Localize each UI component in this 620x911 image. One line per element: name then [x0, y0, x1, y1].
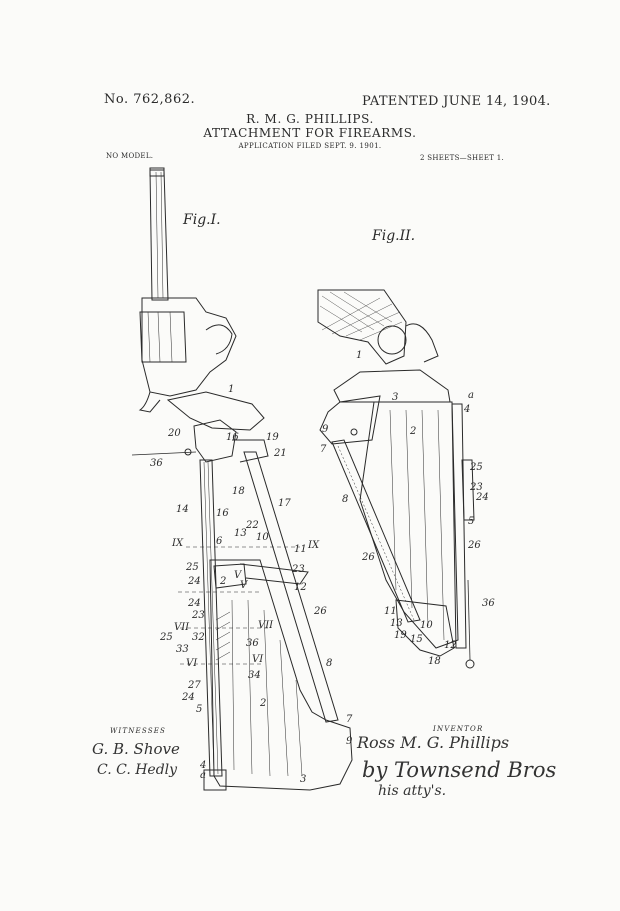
fig2-numeral: 15 [410, 634, 423, 645]
fig1-numeral: 24 [181, 692, 195, 703]
fig1-numeral: 24 [187, 576, 201, 587]
fig1-revolver [138, 167, 269, 463]
fig1-numeral: IX [307, 540, 320, 551]
fig1-numeral: 25 [159, 632, 173, 643]
fig2-numeral: 8 [342, 494, 348, 505]
fig2-grip [317, 289, 439, 365]
inventor-signature: Ross M. G. Phillips [357, 733, 510, 752]
fig2-numeral: 26 [467, 540, 481, 551]
fig1-numeral: 18 [232, 486, 245, 497]
fig1-numeral: 36 [150, 458, 163, 469]
fig2-numeral: 11 [384, 606, 397, 617]
fig1-numeral: VI [252, 654, 264, 665]
fig1-numeral: 9 [346, 736, 353, 747]
application-line: APPLICATION FILED SEPT. 9. 1901. [238, 142, 382, 150]
fig1-numeral: 19 [266, 432, 279, 443]
model-note: NO MODEL. [106, 152, 154, 160]
fig2-numeral: 2 [409, 426, 416, 437]
fig2-numeral: 7 [320, 444, 327, 455]
fig1-numeral: 8 [326, 658, 332, 669]
fig1-numeral: 23 [291, 564, 305, 575]
fig2-numeral: a [468, 390, 474, 401]
sheet-count: 2 SHEETS—SHEET 1. [420, 154, 505, 162]
fig1-numeral: 7 [346, 714, 353, 725]
fig1-numeral: 11 [294, 544, 307, 555]
inventor-label: INVENTOR [433, 725, 484, 733]
fig1-numeral: 21 [273, 448, 287, 459]
fig2-stock [319, 369, 475, 669]
fig1-numeral: 34 [248, 670, 261, 681]
fig1-numeral: VI [186, 658, 198, 669]
fig1-numeral: 24 [187, 598, 201, 609]
fig1-numeral: 22 [245, 520, 259, 531]
fig1-numeral: 2 [259, 698, 266, 709]
fig1-numeral: 16 [226, 432, 239, 443]
fig2-numeral: 5 [468, 516, 474, 527]
fig1-numeral: a [200, 770, 206, 781]
fig1-numeral: 27 [187, 680, 201, 691]
fig1-numeral: 1 [228, 384, 234, 395]
fig2-numeral: 26 [361, 552, 375, 563]
fig1-numeral: 3 [300, 774, 306, 785]
fig2-numeral: 1 [356, 350, 362, 361]
attorney-note: his atty's. [378, 783, 447, 799]
fig1-numeral: 4 [199, 760, 206, 771]
patent-title: ATTACHMENT FOR FIREARMS. [203, 126, 417, 140]
fig2-numeral: 24 [475, 492, 489, 503]
fig1-numeral: 6 [216, 536, 223, 547]
fig2-numeral: 13 [390, 618, 403, 629]
fig2-numeral: 18 [428, 656, 441, 667]
figure-1-label: Fig.I. [183, 212, 221, 228]
inventor-name: R. M. G. PHILLIPS. [246, 112, 374, 126]
fig1-numeral: V [234, 570, 243, 581]
fig1-numeral: VII [174, 622, 190, 633]
fig1-numeral: V [240, 580, 249, 591]
fig2-numeral: 10 [420, 620, 433, 631]
fig1-numeral: 33 [176, 644, 189, 655]
fig1-numeral: VII [258, 620, 274, 631]
fig2-numeral: 4 [463, 404, 470, 415]
patent-number: No. 762,862. [104, 92, 196, 107]
fig2-numeral: 12 [444, 640, 457, 651]
fig1-numeral: 32 [192, 632, 205, 643]
attorney-signature: by Townsend Bros [362, 758, 557, 782]
fig1-numeral: 23 [191, 610, 205, 621]
fig1-numeral: 2 [219, 576, 226, 587]
fig1-numeral: 5 [196, 704, 202, 715]
fig1-stock [131, 448, 353, 791]
fig2-numeral: 36 [482, 598, 495, 609]
fig1-numeral: 26 [313, 606, 327, 617]
fig1-numeral: 17 [278, 498, 291, 509]
fig1-numeral: 10 [256, 532, 269, 543]
fig1-numeral: 16 [216, 508, 229, 519]
fig1-numeral: 14 [176, 504, 189, 515]
fig2-numeral: 25 [469, 462, 483, 473]
patent-date: PATENTED JUNE 14, 1904. [362, 94, 551, 109]
fig1-numeral: IX [171, 538, 184, 549]
fig2-numeral: 3 [392, 392, 398, 403]
fig1-numeral: 20 [167, 428, 181, 439]
figure-2-label: Fig.II. [372, 228, 416, 244]
fig2-numeral: 23 [469, 482, 483, 493]
fig1-numeral: 12 [294, 582, 307, 593]
fig1-numeral: 36 [246, 638, 259, 649]
witness-signature-1: G. B. Shove [92, 740, 180, 758]
fig2-numeral: 9 [322, 424, 329, 435]
fig1-numeral: 25 [185, 562, 199, 573]
fig2-numeral: 19 [394, 630, 407, 641]
witnesses-label: WITNESSES [110, 727, 167, 735]
witness-signature-2: C. C. Hedly [97, 762, 178, 778]
fig1-numeral: 13 [234, 528, 247, 539]
